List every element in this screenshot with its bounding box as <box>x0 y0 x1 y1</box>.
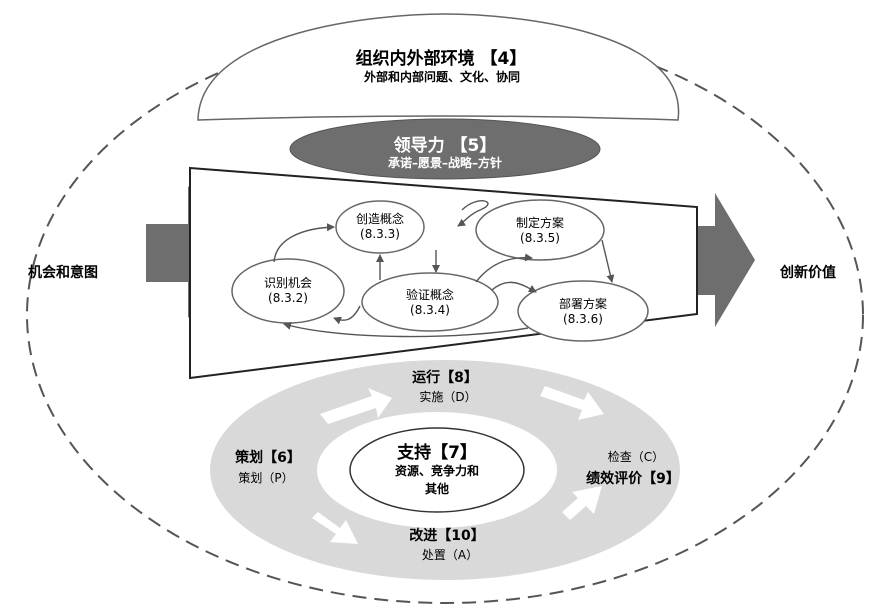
leadership-ellipse <box>289 118 601 180</box>
cycle-arrow-top-left <box>320 388 392 424</box>
environment-dome <box>197 13 680 121</box>
connector-validate-to-identify <box>333 305 361 325</box>
output-label: 创新价值 <box>780 265 836 281</box>
cycle-planning-subtitle: 策划（P） <box>238 471 294 485</box>
connector-create-to-develop <box>457 200 489 227</box>
node-develop-solution <box>475 199 605 261</box>
connector-develop-to-deploy <box>601 239 615 283</box>
support-line1: 资源、竞争力和 <box>394 464 480 478</box>
node-code: (8.3.5) <box>520 231 560 245</box>
cycle-improvement-title: 改进【10】 <box>409 528 485 544</box>
cycle-check-title: 绩效评价【9】 <box>586 471 680 487</box>
cycle-arrow-top-right <box>540 386 604 420</box>
support-line2: 其他 <box>424 482 450 496</box>
leadership-title: 领导力 【5】 <box>393 136 497 156</box>
connector-deploy-to-identify <box>283 322 529 338</box>
node-identify-opportunity-label: 识别机会 (8.3.2) <box>264 276 312 306</box>
node-name: 创造概念 <box>355 212 405 226</box>
node-name: 识别机会 <box>263 276 313 290</box>
cycle-operation-title: 运行【8】 <box>412 370 478 386</box>
node-code: (8.3.2) <box>268 291 308 305</box>
node-deploy-solution-label: 部署方案 (8.3.6) <box>559 297 607 327</box>
cycle-check-subtitle: 检查（C） <box>607 450 665 464</box>
node-create-concept <box>335 200 425 254</box>
cycle-arrow-bottom-right <box>562 486 602 520</box>
input-label: 机会和意图 <box>28 265 98 281</box>
support-ellipse <box>349 427 525 513</box>
node-validate-concept-label: 验证概念 (8.3.4) <box>406 288 454 318</box>
node-code: (8.3.4) <box>410 303 450 317</box>
node-code: (8.3.6) <box>563 312 603 326</box>
support-title: 支持【7】 <box>397 443 477 463</box>
connector-validate-to-develop <box>475 253 533 283</box>
node-name: 部署方案 <box>558 297 608 311</box>
node-develop-solution-label: 制定方案 (8.3.5) <box>516 216 564 246</box>
node-name: 验证概念 <box>405 288 455 302</box>
environment-title: 组织内外部环境 【4】 <box>355 49 527 69</box>
node-code: (8.3.3) <box>360 227 400 241</box>
environment-subtitle: 外部和内部问题、文化、协同 <box>363 70 521 84</box>
cycle-operation-subtitle: 实施（D） <box>419 390 477 404</box>
leadership-subtitle: 承诺–愿景–战略–方针 <box>387 156 503 170</box>
cycle-planning-title: 策划【6】 <box>235 450 301 466</box>
connector-validate-to-deploy <box>491 281 537 293</box>
node-validate-concept <box>361 272 499 332</box>
node-create-concept-label: 创造概念 (8.3.3) <box>356 212 404 242</box>
node-name: 制定方案 <box>515 216 565 230</box>
process-connectors <box>273 200 615 338</box>
cycle-arrow-bottom-left <box>312 512 358 544</box>
connector-identify-to-create <box>273 223 335 263</box>
node-deploy-solution <box>517 280 649 342</box>
cycle-improvement-subtitle: 处置（A） <box>421 548 479 562</box>
